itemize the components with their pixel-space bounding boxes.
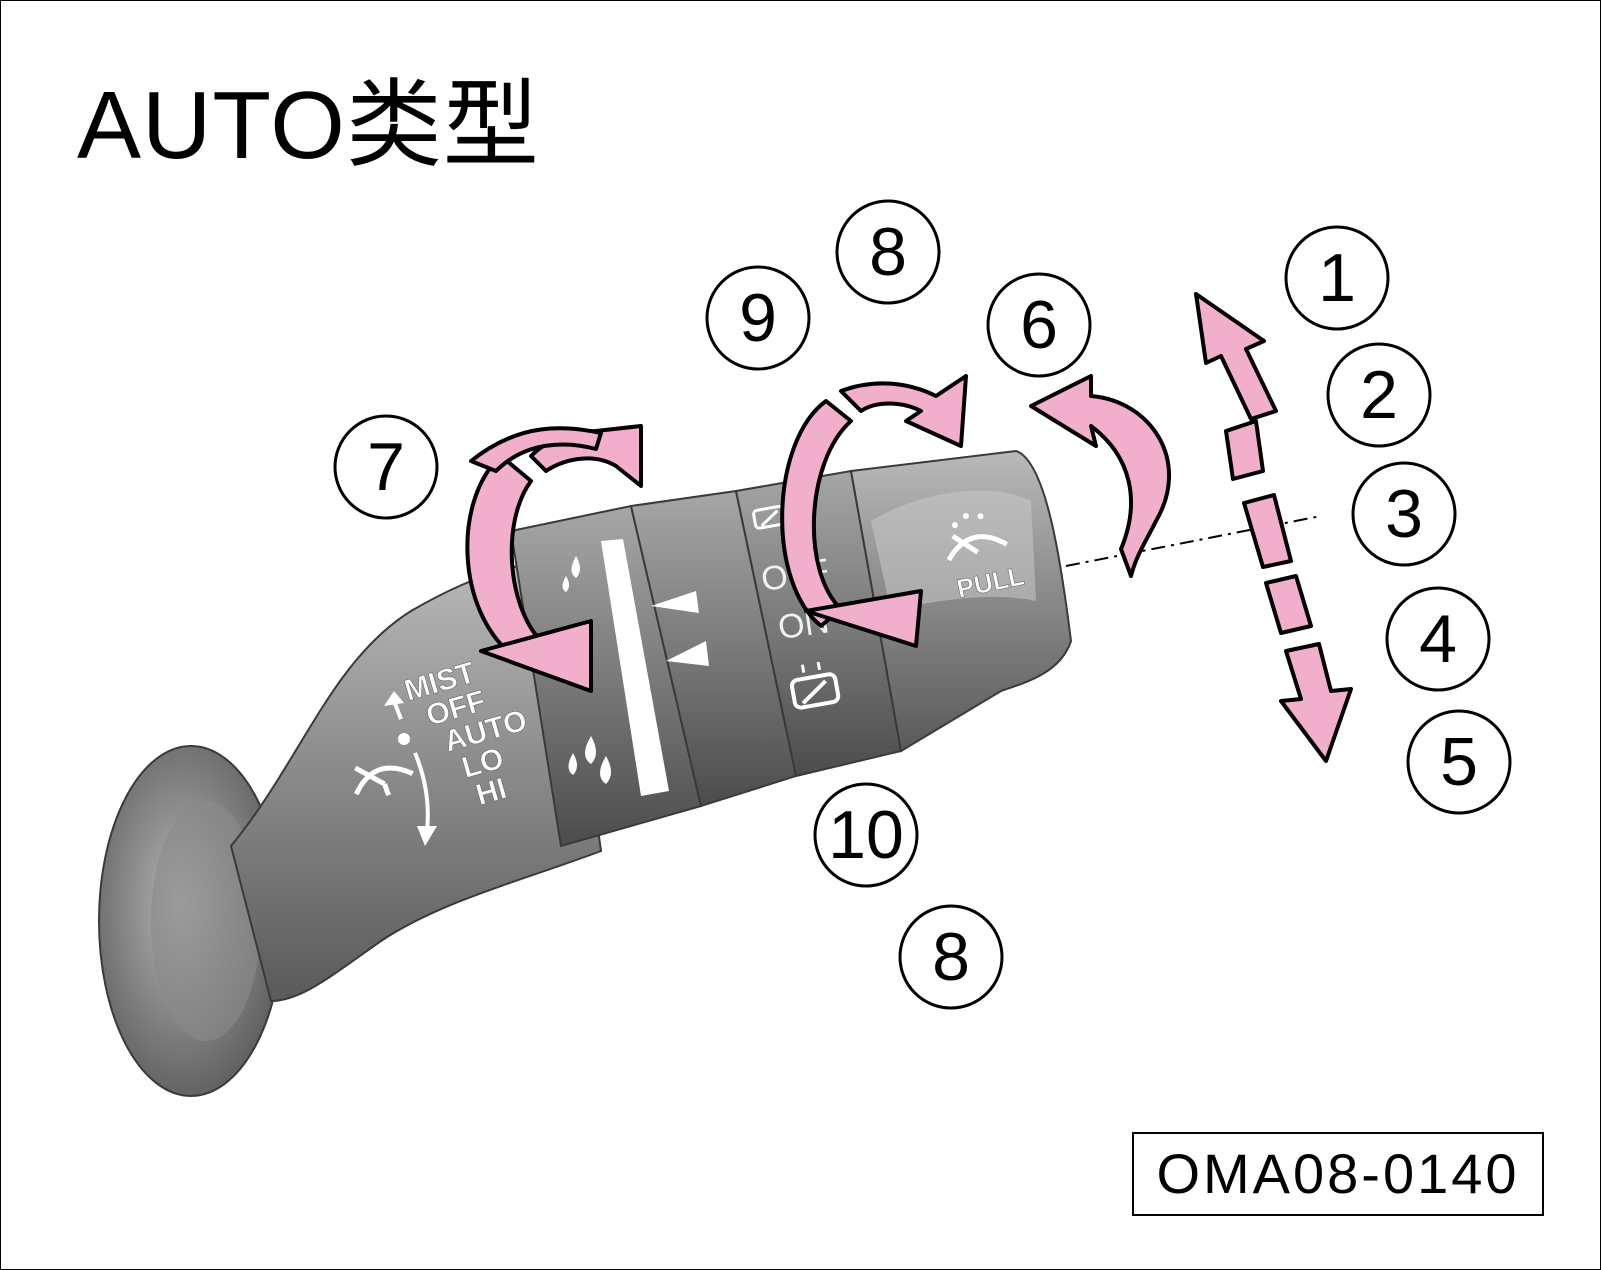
figure-code: OMA08-0140 (1132, 1132, 1544, 1216)
svg-text:10: 10 (828, 797, 904, 873)
front-ring (509, 504, 703, 848)
callout-8-bottom: 8 (898, 904, 1004, 1010)
diagram-title: AUTO类型 (77, 72, 540, 179)
svg-text:2: 2 (1360, 357, 1398, 433)
svg-text:4: 4 (1419, 601, 1457, 677)
callout-8-top: 8 (835, 199, 941, 305)
rotate-arrow-rear-ring (780, 374, 968, 648)
callout-7: 7 (333, 414, 439, 520)
callout-9: 9 (705, 265, 811, 371)
sensitivity-bar (601, 539, 669, 796)
up-down-arrow (1194, 292, 1353, 763)
pull-arrow (1029, 374, 1172, 578)
callout-6: 6 (986, 272, 1092, 378)
mode-labels: MIST OFF AUTO LO HI (401, 656, 531, 812)
callout-1: 1 (1284, 225, 1390, 331)
callout-4: 4 (1385, 586, 1491, 692)
svg-text:3: 3 (1385, 476, 1423, 552)
pull-wiper-icon (946, 513, 1008, 562)
triangle-marker-icon (666, 641, 709, 666)
wiper-icon (353, 765, 414, 797)
callout-3: 3 (1351, 461, 1457, 567)
svg-text:8: 8 (869, 214, 907, 290)
svg-text:8: 8 (932, 919, 970, 995)
rotate-arrow-front-ring (465, 424, 643, 693)
svg-text:7: 7 (367, 429, 405, 505)
callout-5: 5 (1406, 709, 1512, 815)
callout-2: 2 (1326, 342, 1432, 448)
callout-10: 10 (813, 782, 919, 888)
mode-arrow (384, 691, 437, 846)
svg-text:6: 6 (1020, 287, 1058, 363)
washer-icon (789, 661, 841, 710)
triangle-marker-icon (651, 591, 699, 613)
svg-text:5: 5 (1440, 724, 1478, 800)
rain-drop-icon (562, 556, 611, 784)
svg-text:9: 9 (739, 280, 777, 356)
svg-text:1: 1 (1318, 240, 1356, 316)
